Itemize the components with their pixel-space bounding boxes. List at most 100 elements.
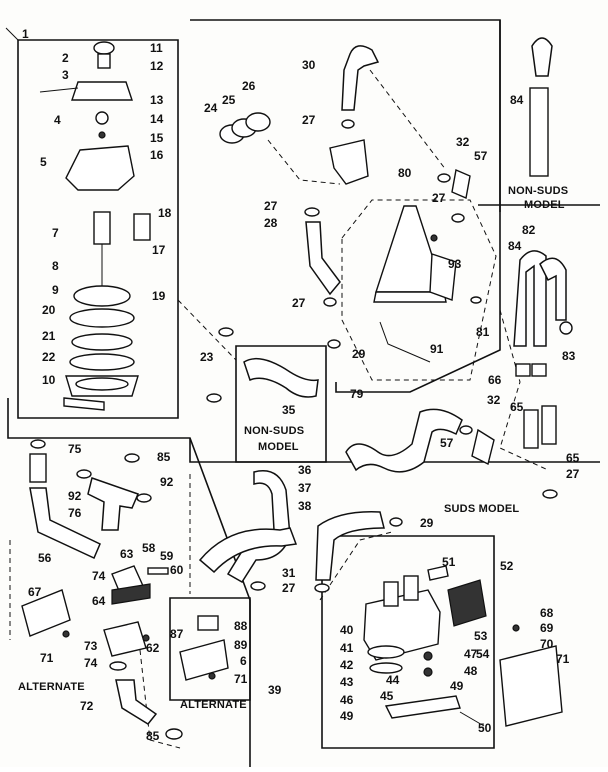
caption-alternate-left: ALTERNATE [18, 681, 85, 693]
clip-87 [197, 615, 219, 631]
callout-19: 19 [152, 289, 166, 303]
hose-38 [315, 511, 385, 581]
mount-bracket [499, 645, 563, 727]
caption-non-suds-2-line2: MODEL [258, 441, 299, 453]
callout-73: 73 [84, 639, 98, 653]
pump-lever [39, 87, 79, 93]
clamp-27d [451, 213, 465, 223]
pump-assembly [39, 41, 151, 411]
callout-51: 51 [442, 555, 456, 569]
callout-54: 54 [476, 647, 490, 661]
frame-leader-1 [5, 27, 19, 41]
callout-48: 48 [464, 664, 478, 678]
clamp-27b [304, 207, 320, 217]
caption-non-suds-2-line1: NON-SUDS [244, 425, 304, 437]
callout-1: 1 [22, 27, 29, 41]
gasket-21 [71, 333, 133, 351]
callout-38: 38 [298, 499, 312, 513]
callout-27: 27 [264, 199, 278, 213]
gasket-22 [69, 353, 135, 371]
gasket-20 [69, 308, 135, 328]
motor-assembly-frame [321, 535, 495, 749]
pump-cap [93, 41, 115, 55]
connector-57b [471, 428, 495, 466]
callout-82: 82 [522, 223, 536, 237]
impeller [73, 285, 131, 307]
callout-49: 49 [450, 679, 464, 693]
hose-37 [226, 470, 291, 584]
hose-84-top [531, 37, 553, 77]
callout-35: 35 [282, 403, 296, 417]
solenoid-64 [111, 583, 151, 605]
clamp-75 [30, 439, 46, 449]
callout-9: 9 [52, 283, 59, 297]
hose-84-body [529, 87, 549, 177]
support-91 [379, 321, 431, 363]
callout-62: 62 [146, 641, 160, 655]
clamp-23a [218, 327, 234, 337]
guide-4 [499, 309, 549, 471]
hose-56 [29, 487, 101, 560]
callout-70: 70 [540, 637, 554, 651]
callout-21: 21 [42, 329, 56, 343]
callout-60: 60 [170, 563, 184, 577]
callout-87: 87 [170, 627, 184, 641]
callout-36: 36 [298, 463, 312, 477]
plate-49 [384, 695, 461, 719]
callout-18: 18 [158, 206, 172, 220]
callout-93: 93 [448, 257, 462, 271]
alternate-box [169, 597, 251, 701]
hose-28 [305, 221, 341, 296]
spring-48 [423, 667, 433, 677]
callout-14: 14 [150, 112, 164, 126]
callout-71: 71 [234, 672, 248, 686]
valve-80 [329, 139, 369, 185]
callout-59: 59 [160, 549, 174, 563]
callout-6: 6 [240, 654, 247, 668]
callout-88: 88 [234, 619, 248, 633]
callout-80: 80 [398, 166, 412, 180]
callout-2: 2 [62, 51, 69, 65]
callout-57: 57 [440, 436, 454, 450]
motor-port-b [403, 575, 419, 601]
callout-5: 5 [40, 155, 47, 169]
hose-36 [345, 408, 463, 473]
callout-65: 65 [510, 400, 524, 414]
clamp-32 [437, 173, 451, 183]
bracket-89 [179, 639, 229, 681]
callout-17: 17 [152, 243, 166, 257]
callout-8: 8 [52, 259, 59, 273]
suds-hoses [513, 250, 573, 499]
callout-53: 53 [474, 629, 488, 643]
callout-64: 64 [92, 594, 106, 608]
pump-base-ring [75, 377, 129, 391]
clamp-74 [109, 661, 127, 671]
clamp-27f [314, 583, 330, 593]
callout-43: 43 [340, 675, 354, 689]
clamp-27a [341, 119, 355, 129]
callout-31: 31 [282, 566, 296, 580]
screw-62 [142, 634, 150, 642]
callout-85: 85 [146, 729, 160, 743]
callout-27: 27 [432, 191, 446, 205]
callout-32: 32 [487, 393, 501, 407]
bracket-58 [147, 567, 169, 575]
clamp-29b [389, 517, 403, 527]
callout-37: 37 [298, 481, 312, 495]
callout-28: 28 [264, 216, 278, 230]
clamp-29 [327, 339, 341, 349]
clamp-66a [515, 363, 531, 377]
clamp-92a [76, 469, 92, 479]
guide-5 [319, 531, 393, 601]
callout-27: 27 [566, 467, 580, 481]
callout-3: 3 [62, 68, 69, 82]
callout-41: 41 [340, 641, 354, 655]
callout-29: 29 [352, 347, 366, 361]
guide-6 [139, 649, 181, 749]
callout-11: 11 [150, 41, 163, 55]
callout-12: 12 [150, 59, 164, 73]
callout-40: 40 [340, 623, 354, 637]
callout-65: 65 [566, 451, 580, 465]
callout-89: 89 [234, 638, 248, 652]
hose-82 [513, 250, 547, 347]
